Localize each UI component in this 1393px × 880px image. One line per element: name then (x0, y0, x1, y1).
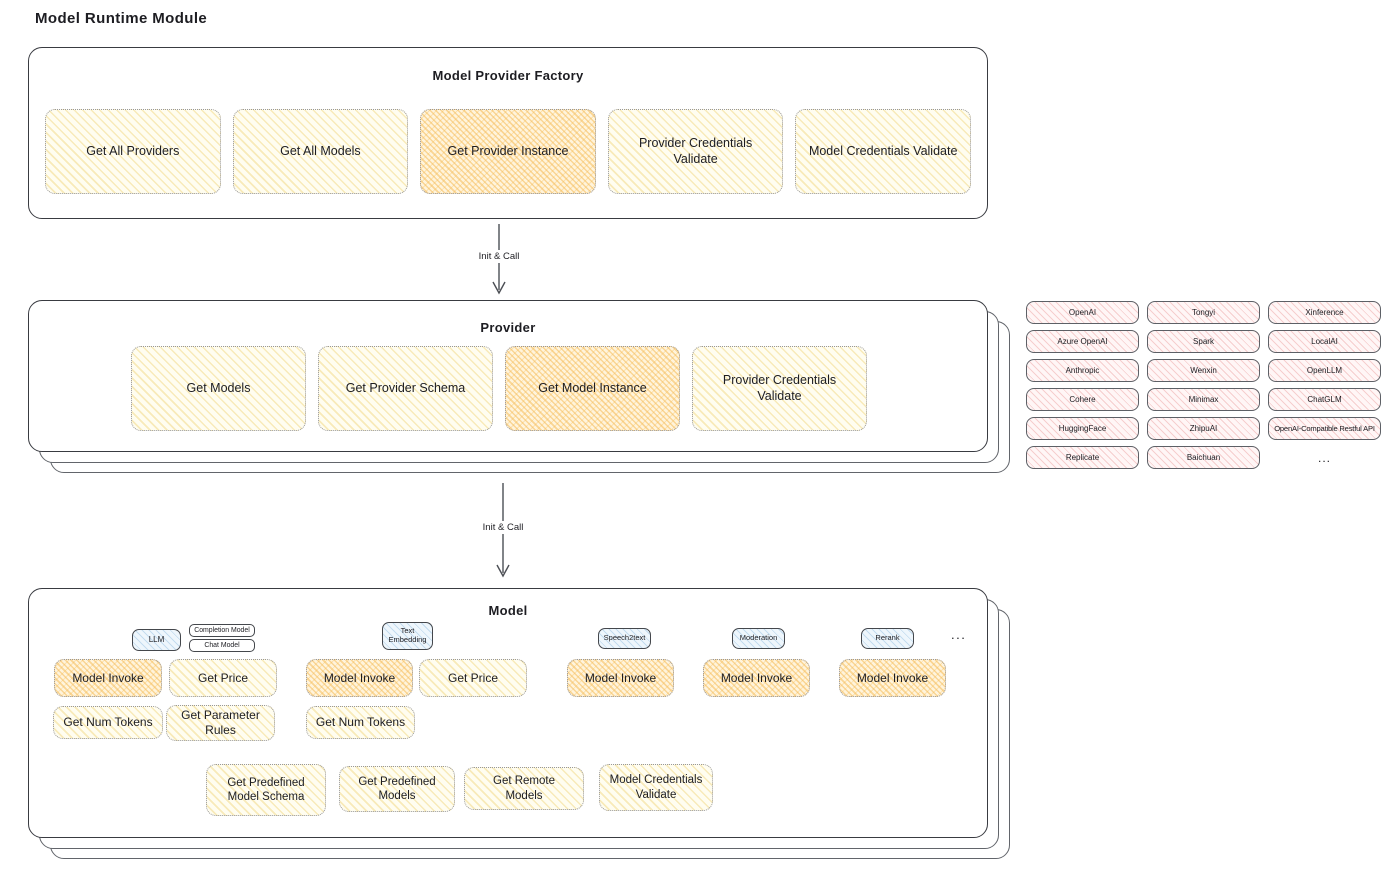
provider-chip-huggingface: HuggingFace (1026, 417, 1139, 440)
factory-title: Model Provider Factory (432, 68, 584, 83)
provider-chip-cohere: Cohere (1026, 388, 1139, 411)
tag-llm: LLM (132, 629, 181, 651)
node-get-predefined-models: Get Predefined Models (339, 766, 455, 812)
provider-chip-xinference: Xinference (1268, 301, 1381, 324)
node-get-predefined-model-schema: Get Predefined Model Schema (206, 764, 326, 816)
node-get-models: Get Models (131, 346, 306, 431)
node-provider-credentials-validate: Provider Credentials Validate (607, 109, 784, 194)
node-get-price-llm: Get Price (169, 659, 277, 697)
tag-chat-model: Chat Model (189, 639, 255, 652)
provider-chip-tongyi: Tongyi (1147, 301, 1260, 324)
tag-speech2text: Speech2text (598, 628, 651, 649)
node-model-invoke-llm: Model Invoke (54, 659, 162, 697)
provider-chip-zhipuai: ZhipuAI (1147, 417, 1260, 440)
node-model-invoke-rerank: Model Invoke (839, 659, 946, 697)
node-get-remote-models: Get Remote Models (464, 767, 584, 810)
node-get-all-models: Get All Models (232, 109, 409, 194)
provider-chip-ellipsis: ... (1317, 450, 1331, 465)
node-get-num-tokens-text-embedding: Get Num Tokens (306, 706, 415, 739)
tag-rerank: Rerank (861, 628, 914, 649)
provider-chip-spark: Spark (1147, 330, 1260, 353)
provider-chip-baichuan: Baichuan (1147, 446, 1260, 469)
provider-chip-minimax: Minimax (1147, 388, 1260, 411)
node-get-model-instance: Get Model Instance (505, 346, 680, 431)
node-model-credentials-validate: Model Credentials Validate (795, 109, 971, 194)
provider-chip-openai-compatible: OpenAI-Compatible Restful API (1268, 417, 1381, 440)
model-container: Model LLM Completion Model Chat Model Te… (28, 588, 1010, 859)
node-get-parameter-rules: Get Parameter Rules (166, 705, 275, 741)
provider-container: Provider Get Models Get Provider Schema … (28, 300, 1010, 473)
model-tags-ellipsis: ... (951, 627, 967, 642)
node-model-invoke-moderation: Model Invoke (703, 659, 810, 697)
page-title: Model Runtime Module (35, 10, 208, 27)
arrow-label-init-call-2: Init & Call (478, 521, 528, 534)
node-get-provider-instance: Get Provider Instance (420, 109, 596, 194)
node-model-credentials-validate: Model Credentials Validate (599, 764, 713, 811)
tag-text-embedding: Text Embedding (382, 622, 433, 650)
factory-container: Model Provider Factory Get All Providers… (28, 47, 988, 219)
tag-moderation: Moderation (732, 628, 785, 649)
provider-chip-grid: OpenAI Tongyi Xinference Azure OpenAI Sp… (1026, 301, 1381, 469)
model-title: Model (488, 603, 528, 618)
provider-chip-chatglm: ChatGLM (1268, 388, 1381, 411)
provider-chip-localai: LocalAI (1268, 330, 1381, 353)
node-model-invoke-text-embedding: Model Invoke (306, 659, 413, 697)
model-box: Model LLM Completion Model Chat Model Te… (28, 588, 988, 838)
provider-chip-openai: OpenAI (1026, 301, 1139, 324)
factory-box: Model Provider Factory Get All Providers… (28, 47, 988, 219)
node-get-provider-schema: Get Provider Schema (318, 346, 493, 431)
provider-chip-openllm: OpenLLM (1268, 359, 1381, 382)
provider-title: Provider (480, 320, 536, 335)
provider-chip-azure-openai: Azure OpenAI (1026, 330, 1139, 353)
tag-completion-model: Completion Model (189, 624, 255, 637)
provider-box: Provider Get Models Get Provider Schema … (28, 300, 988, 452)
provider-chip-replicate: Replicate (1026, 446, 1139, 469)
arrow-label-init-call-1: Init & Call (474, 250, 524, 263)
node-get-all-providers: Get All Providers (45, 109, 221, 194)
node-get-price-text-embedding: Get Price (419, 659, 527, 697)
node-provider-credentials-validate-2: Provider Credentials Validate (692, 346, 867, 431)
provider-chip-wenxin: Wenxin (1147, 359, 1260, 382)
provider-chip-anthropic: Anthropic (1026, 359, 1139, 382)
node-get-num-tokens-llm: Get Num Tokens (53, 706, 163, 739)
node-model-invoke-speech2text: Model Invoke (567, 659, 674, 697)
